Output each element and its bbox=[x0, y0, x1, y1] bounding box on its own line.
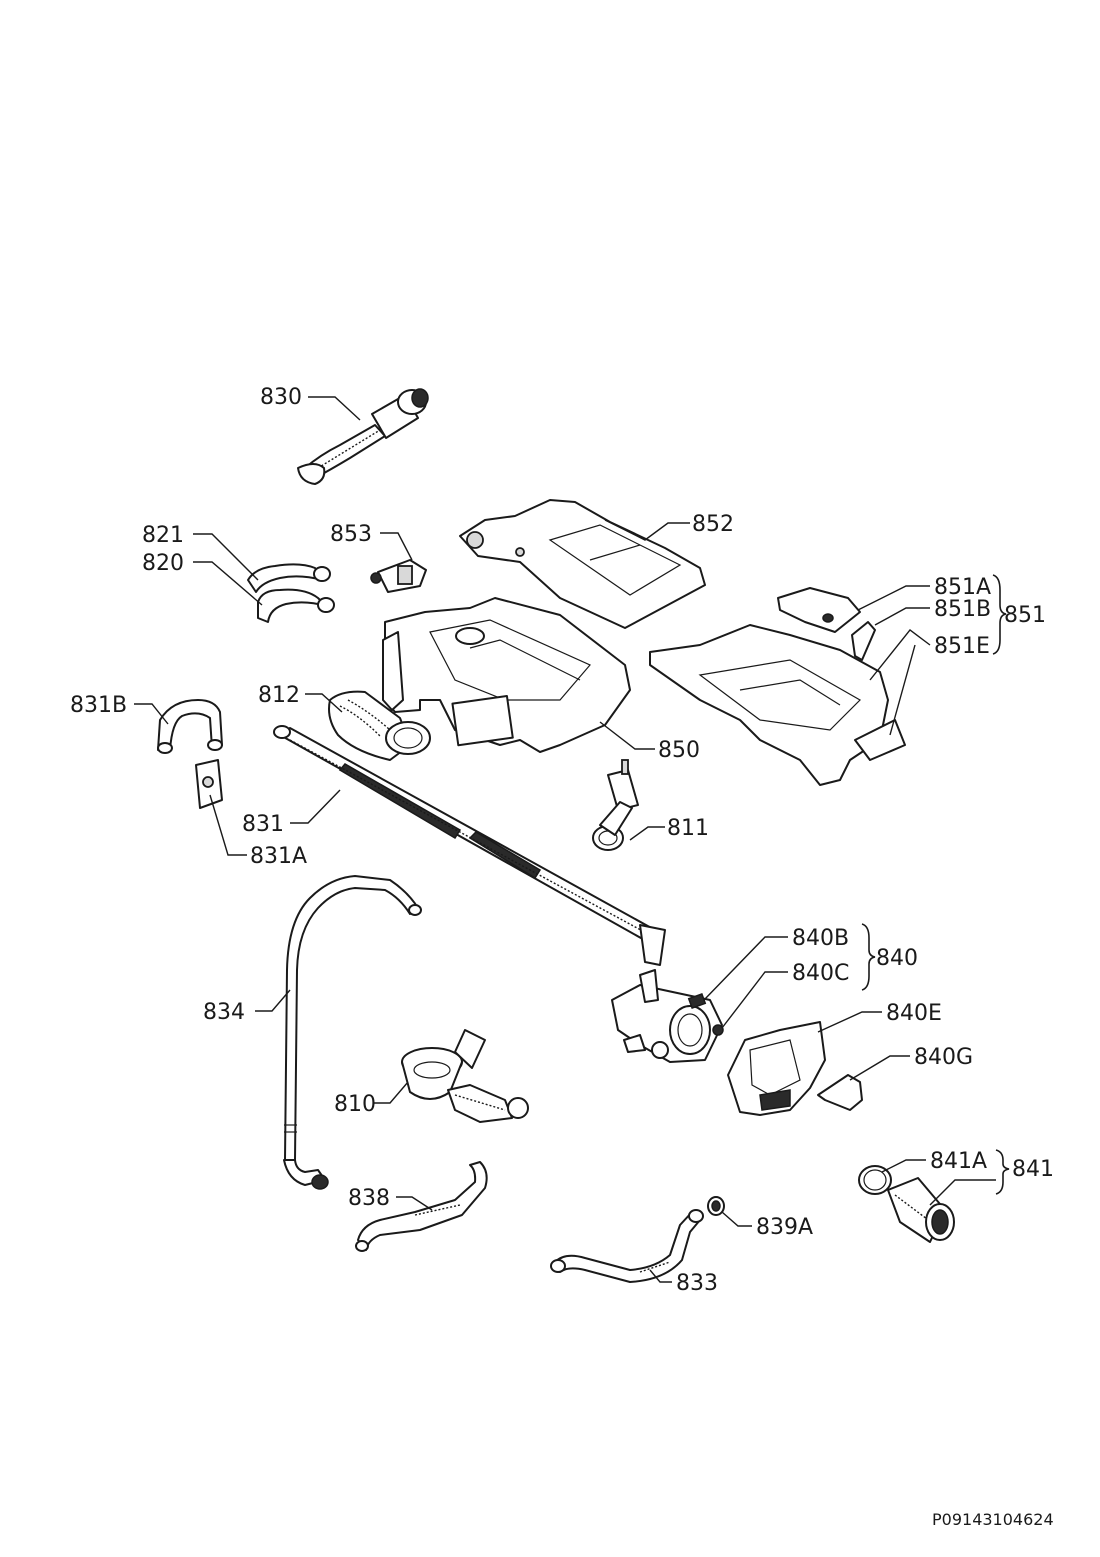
part-850-dispenser-housing bbox=[382, 597, 631, 753]
leader-812 bbox=[305, 693, 343, 713]
callout-851: 851 bbox=[1004, 603, 1046, 628]
part-853-valve bbox=[370, 559, 427, 593]
part-820-hose bbox=[257, 588, 335, 623]
leader-851E-a bbox=[869, 629, 931, 681]
part-838-bellows-hose bbox=[355, 1161, 488, 1252]
part-840-pump-housing bbox=[611, 969, 724, 1063]
callout-840G: 840G bbox=[914, 1045, 973, 1070]
leader-851E-b bbox=[889, 644, 916, 736]
callout-840B: 840B bbox=[792, 926, 849, 951]
callout-851A: 851A bbox=[934, 575, 991, 600]
leader-851B bbox=[874, 607, 930, 626]
part-840G-flap bbox=[817, 1074, 863, 1111]
leader-830 bbox=[308, 396, 361, 421]
callout-850: 850 bbox=[658, 738, 700, 763]
callout-labels: 830 821 820 853 852 851A 851B 851 851E 8… bbox=[70, 385, 1054, 1296]
part-812-bellows-hose bbox=[328, 690, 431, 761]
leader-851A bbox=[857, 585, 930, 611]
callout-811: 811 bbox=[667, 816, 709, 841]
leader-838 bbox=[396, 1196, 433, 1211]
part-852-dispenser-lid bbox=[459, 499, 706, 629]
leader-840E bbox=[817, 1011, 882, 1033]
part-821-hose bbox=[247, 563, 331, 593]
leader-840B bbox=[703, 936, 788, 1001]
leader-850 bbox=[599, 721, 655, 750]
callout-834: 834 bbox=[203, 1000, 245, 1025]
callout-841: 841 bbox=[1012, 1157, 1054, 1182]
leader-821 bbox=[193, 533, 259, 581]
leader-831B bbox=[134, 703, 169, 725]
part-811-connector bbox=[592, 759, 639, 851]
leader-810 bbox=[374, 1081, 409, 1104]
callout-838: 838 bbox=[348, 1186, 390, 1211]
callout-820: 820 bbox=[142, 551, 184, 576]
leader-lines bbox=[134, 396, 996, 1283]
leader-841 bbox=[929, 1179, 996, 1206]
brace-840 bbox=[861, 923, 876, 991]
callout-851E: 851E bbox=[934, 634, 990, 659]
leader-831A bbox=[209, 794, 247, 856]
leader-820 bbox=[193, 561, 263, 606]
callout-853: 853 bbox=[330, 522, 372, 547]
callout-833: 833 bbox=[676, 1271, 718, 1296]
callout-812: 812 bbox=[258, 683, 300, 708]
leader-833 bbox=[649, 1269, 672, 1283]
callout-840C: 840C bbox=[792, 961, 849, 986]
part-841-filter bbox=[858, 1165, 955, 1243]
callout-840: 840 bbox=[876, 946, 918, 971]
part-834-long-hose bbox=[283, 875, 422, 1190]
part-831B-hose-guide bbox=[157, 699, 223, 754]
brace-851 bbox=[992, 574, 1007, 655]
callout-831: 831 bbox=[242, 812, 284, 837]
leader-839A bbox=[721, 1211, 752, 1227]
callout-821: 821 bbox=[142, 523, 184, 548]
leader-811 bbox=[629, 826, 665, 841]
part-840E-pump-cover bbox=[727, 1021, 826, 1116]
document-id: P09143104624 bbox=[932, 1510, 1054, 1529]
leader-831 bbox=[290, 789, 341, 824]
leader-834 bbox=[255, 989, 291, 1012]
callout-831A: 831A bbox=[250, 844, 307, 869]
group-braces bbox=[861, 574, 1010, 1195]
callout-831B: 831B bbox=[70, 693, 127, 718]
leader-852 bbox=[604, 519, 690, 541]
leader-840G bbox=[849, 1055, 910, 1081]
callout-810: 810 bbox=[334, 1092, 376, 1117]
callout-839A: 839A bbox=[756, 1215, 813, 1240]
part-851A-drawer-cap bbox=[777, 587, 861, 633]
part-851B-clip bbox=[851, 621, 876, 661]
part-830-inlet-hose bbox=[297, 388, 429, 485]
leader-841A bbox=[881, 1159, 926, 1173]
callout-851B: 851B bbox=[934, 597, 991, 622]
leader-840C bbox=[721, 971, 788, 1029]
part-831A-hose-clip bbox=[195, 759, 223, 809]
part-851-drawer bbox=[649, 624, 906, 786]
callout-852: 852 bbox=[692, 512, 734, 537]
callout-840E: 840E bbox=[886, 1001, 942, 1026]
part-810-sump bbox=[401, 1029, 529, 1123]
leader-853 bbox=[380, 532, 413, 561]
callout-841A: 841A bbox=[930, 1149, 987, 1174]
brace-841 bbox=[995, 1149, 1010, 1195]
callout-830: 830 bbox=[260, 385, 302, 410]
part-831-drain-hose bbox=[273, 725, 666, 966]
part-833-drain-hose bbox=[550, 1209, 704, 1283]
part-839A-fitting bbox=[707, 1196, 725, 1216]
